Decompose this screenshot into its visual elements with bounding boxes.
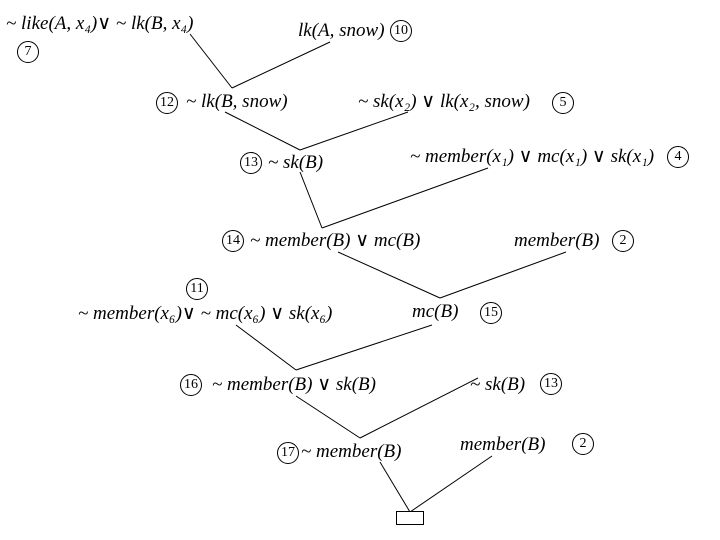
edge-c14-to-c15 [337, 251, 441, 299]
clause-15: mc(B) [412, 301, 459, 322]
edge-c2a-to-c15 [439, 251, 567, 299]
clause-11: ~ member(x₆)∨ ~ mc(x₆) ∨ sk(x₆) [78, 303, 333, 324]
clause-2-second: member(B) [460, 434, 546, 455]
edge-c13b-to-c17 [359, 377, 479, 439]
edge-c5-to-c13a [299, 111, 409, 151]
edge-c11-to-c16 [235, 324, 297, 371]
clause-7: ~ like(A, x₄)∨ ~ lk(B, x₄) [6, 13, 194, 34]
edge-c4-to-c14 [321, 167, 489, 229]
clause-16: ~ member(B) ∨ sk(B) [212, 374, 376, 395]
clause-number-2-first: 2 [612, 230, 634, 252]
empty-clause-box [396, 511, 424, 525]
clause-number-2-second: 2 [572, 433, 594, 455]
clause-13-first: ~ sk(B) [268, 152, 324, 173]
clause-number-17: 17 [277, 442, 299, 464]
clause-number-14: 14 [222, 230, 244, 252]
edge-c12-to-c13a [224, 111, 301, 151]
clause-number-13-first: 13 [240, 152, 262, 174]
clause-number-11: 11 [186, 278, 208, 300]
clause-4: ~ member(x₁) ∨ mc(x₁) ∨ sk(x₁) [410, 146, 655, 167]
edge-c17-to-empty [379, 461, 411, 513]
clause-10: lk(A, snow) [298, 20, 385, 41]
clause-number-13-second: 13 [540, 373, 562, 395]
clause-17: ~ member(B) [301, 441, 402, 462]
edge-c7-to-c12 [189, 33, 233, 89]
clause-number-5: 5 [552, 92, 574, 114]
edge-c16-to-c17 [295, 395, 361, 439]
edge-c2b-to-empty [409, 455, 493, 513]
clause-14: ~ member(B) ∨ mc(B) [250, 230, 421, 251]
edge-c13a-to-c14 [299, 171, 323, 229]
edge-c15-to-c16 [295, 324, 433, 371]
clause-number-12: 12 [156, 92, 178, 114]
clause-13-second: ~ sk(B) [470, 374, 526, 395]
clause-2-first: member(B) [514, 230, 600, 251]
clause-12: ~ lk(B, snow) [186, 91, 288, 112]
clause-number-7: 7 [17, 41, 39, 63]
clause-number-15: 15 [480, 302, 502, 324]
edge-c10-to-c12 [231, 41, 331, 89]
clause-number-4: 4 [667, 146, 689, 168]
clause-number-16: 16 [180, 374, 202, 396]
clause-5: ~ sk(x₂) ∨ lk(x₂, snow) [358, 91, 530, 112]
clause-number-10: 10 [390, 20, 412, 42]
